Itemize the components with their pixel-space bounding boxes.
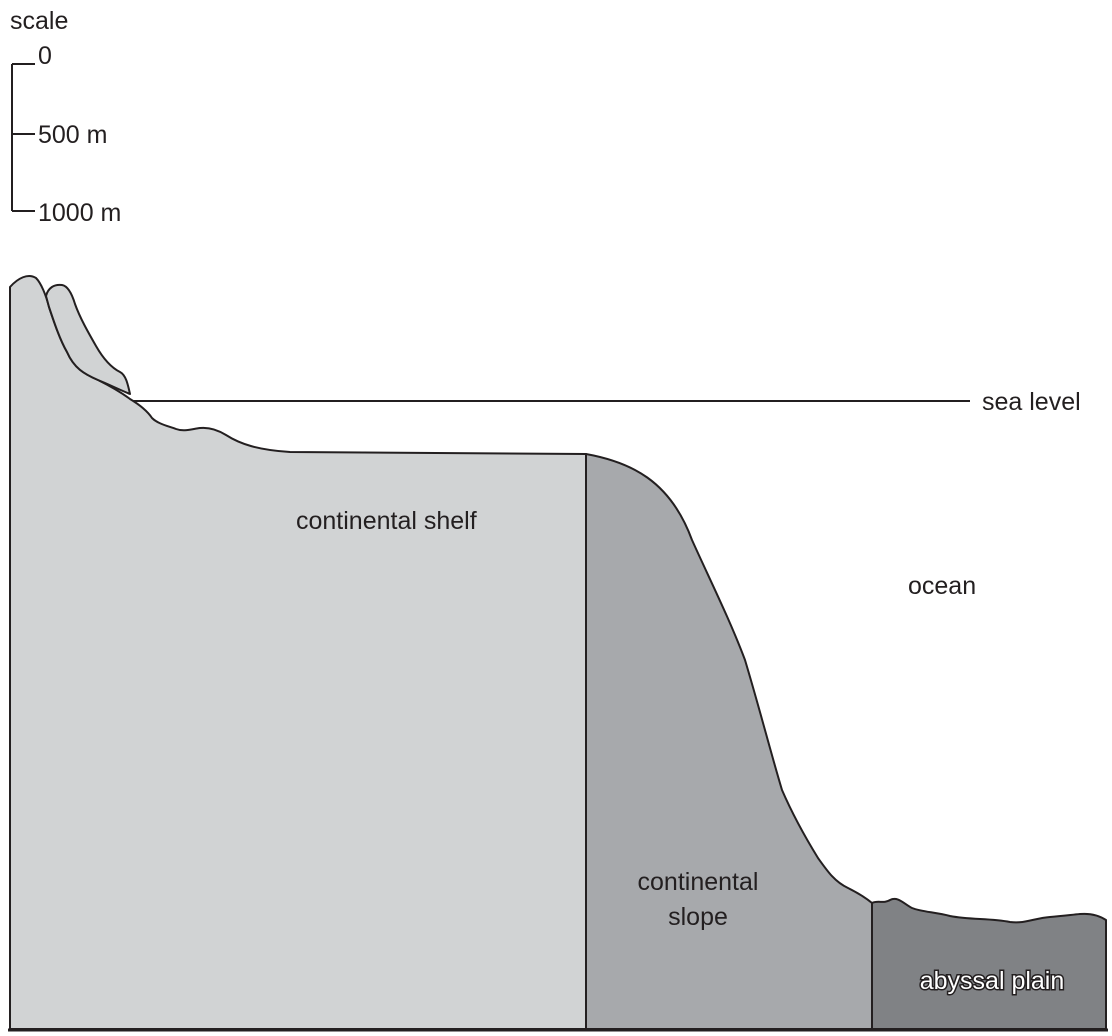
sea-level-label: sea level (982, 388, 1081, 416)
cliff-face (45, 283, 131, 395)
continental-slope-label-line2: slope (668, 903, 728, 931)
depth-scale: scale 0 500 m 1000 m (10, 7, 121, 227)
continental-slope-region (585, 453, 873, 1030)
continental-slope-label-line1: continental (638, 868, 759, 896)
continental-shelf-region (9, 275, 587, 1030)
abyssal-plain-region (871, 898, 1107, 1030)
scale-tick-0: 0 (38, 42, 52, 70)
ocean-label: ocean (908, 572, 976, 600)
scale-title: scale (10, 7, 68, 35)
abyssal-plain-label: abyssal plain (920, 967, 1065, 995)
continental-shelf-label: continental shelf (296, 507, 477, 535)
scale-tick-500m: 500 m (38, 121, 107, 149)
scale-tick-1000m: 1000 m (38, 199, 121, 227)
scale-bar-line (11, 63, 35, 212)
